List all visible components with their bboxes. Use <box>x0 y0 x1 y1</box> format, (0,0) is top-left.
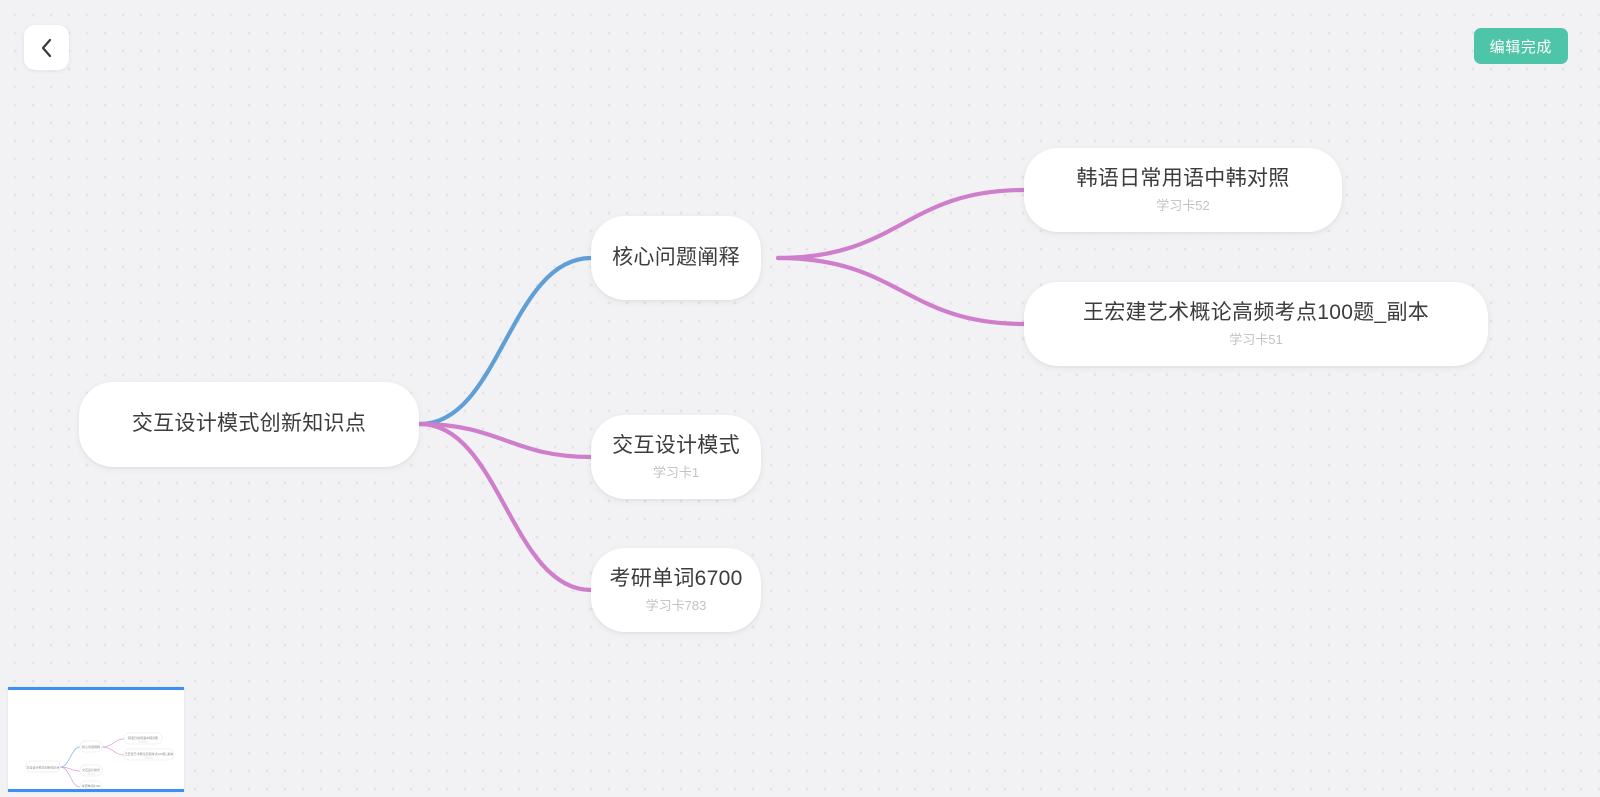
minimap-node-label: 交互设计模式 <box>82 767 100 772</box>
connector-root-to-words <box>417 421 594 593</box>
node-subtitle: 学习卡1 <box>652 464 700 480</box>
node-subtitle: 学习卡51 <box>1229 331 1283 347</box>
connector-root-to-pattern <box>417 421 594 460</box>
node-title: 交互设计模式创新知识点 <box>131 412 367 436</box>
minimap[interactable]: 交互设计模式创新知识点 核心问题阐释 交互设计模式 学习卡1 考研单词6700 … <box>8 687 184 792</box>
mindmap-node-pattern[interactable]: 交互设计模式 学习卡1 <box>591 415 761 499</box>
node-subtitle: 学习卡783 <box>645 597 707 613</box>
mindmap-node-root[interactable]: 交互设计模式创新知识点 <box>79 382 419 467</box>
node-subtitle: 学习卡52 <box>1156 197 1210 213</box>
connector-core-to-art <box>775 255 1027 327</box>
node-title: 韩语日常用语中韩对照 <box>1076 167 1290 191</box>
node-title: 王宏建艺术概论高频考点100题_副本 <box>1082 301 1430 325</box>
connector-root-to-core <box>417 255 594 427</box>
node-title: 核心问题阐释 <box>612 245 740 269</box>
minimap-node-label: 考研单词6700 <box>82 783 101 788</box>
back-button[interactable] <box>24 25 69 70</box>
minimap-root-label: 交互设计模式创新知识点 <box>26 765 59 770</box>
minimap-node-sub: 学习卡1 <box>87 772 96 776</box>
mindmap-node-art[interactable]: 王宏建艺术概论高频考点100题_副本 学习卡51 <box>1024 282 1488 366</box>
edit-done-button[interactable]: 编辑完成 <box>1473 28 1568 64</box>
chevron-left-icon <box>40 38 53 58</box>
mindmap-node-core[interactable]: 核心问题阐释 <box>591 216 761 300</box>
minimap-node-label: 韩语日常用语中韩对照 <box>128 735 158 740</box>
node-title: 考研单词6700 <box>609 567 743 591</box>
node-title: 交互设计模式 <box>612 434 740 458</box>
minimap-node-label: 王宏建艺术概论高频考点100题_副本 <box>125 751 174 756</box>
minimap-viewport-bottom-edge <box>8 789 184 792</box>
minimap-node-sub: 学习卡52 <box>139 740 149 744</box>
minimap-viewport-top-edge <box>8 687 184 690</box>
minimap-preview: 交互设计模式创新知识点 核心问题阐释 交互设计模式 学习卡1 考研单词6700 … <box>25 732 175 792</box>
minimap-node-label: 核心问题阐释 <box>82 744 100 749</box>
mindmap-node-words[interactable]: 考研单词6700 学习卡783 <box>591 548 761 632</box>
connector-core-to-korean <box>775 187 1027 261</box>
minimap-node-sub: 学习卡51 <box>145 756 155 760</box>
mindmap-node-korean[interactable]: 韩语日常用语中韩对照 学习卡52 <box>1024 148 1342 232</box>
